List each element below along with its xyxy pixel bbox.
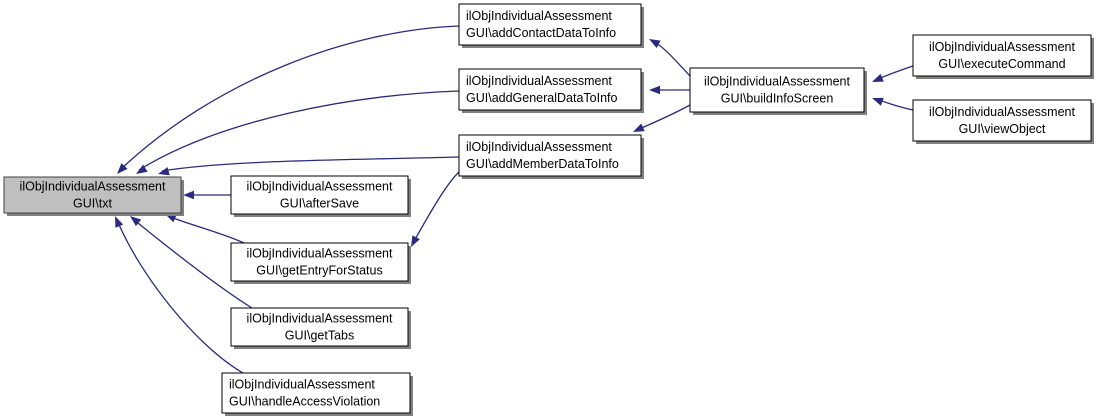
arrowhead-icon	[411, 235, 420, 247]
arrowhead-icon	[183, 190, 194, 200]
arrowhead-icon	[136, 164, 148, 174]
edge-line	[116, 219, 244, 374]
node-box[interactable]	[912, 34, 1092, 77]
node-label-line2: GUI\addContactDataToInfo	[466, 26, 616, 40]
nodes-layer: ilObjIndividualAssessmentGUI\txtilObjInd…	[3, 3, 1094, 416]
node-label-line2: GUI\viewObject	[959, 122, 1046, 136]
edge-buildInfoScreen-to-addContactDataToInfo	[649, 39, 691, 77]
node-label-line2: GUI\executeCommand	[938, 57, 1065, 71]
arrowhead-icon	[649, 39, 661, 49]
node-addContactDataToInfo[interactable]: ilObjIndividualAssessmentGUI\addContactD…	[458, 3, 644, 48]
node-executeCommand[interactable]: ilObjIndividualAssessmentGUI\executeComm…	[912, 34, 1094, 79]
node-label-line1: ilObjIndividualAssessment	[929, 105, 1075, 119]
edge-addContactDataToInfo-to-txt	[117, 25, 460, 174]
node-label-line1: ilObjIndividualAssessment	[466, 140, 612, 154]
edge-getTabs-to-txt	[130, 216, 253, 309]
node-box[interactable]	[458, 134, 642, 177]
arrowhead-icon	[158, 167, 170, 176]
node-label-line1: ilObjIndividualAssessment	[229, 377, 375, 391]
node-label-line2: GUI\getTabs	[285, 328, 354, 342]
edge-line	[167, 215, 245, 244]
node-label-line2: GUI\buildInfoScreen	[721, 91, 834, 105]
edge-line	[119, 25, 460, 171]
arrowhead-icon	[633, 123, 645, 132]
edge-line	[138, 90, 460, 171]
node-box[interactable]	[230, 242, 409, 282]
node-label-line1: ilObjIndividualAssessment	[704, 74, 850, 88]
node-handleAccessViolation[interactable]: ilObjIndividualAssessmentGUI\handleAcces…	[221, 372, 413, 416]
edge-executeCommand-to-buildInfoScreen	[872, 65, 914, 82]
node-label-line1: ilObjIndividualAssessment	[929, 40, 1075, 54]
edge-addMemberDataToInfo-to-getEntryForStatus	[411, 171, 460, 247]
node-box[interactable]	[3, 176, 182, 214]
node-label-line1: ilObjIndividualAssessment	[20, 179, 166, 193]
node-label-line1: ilObjIndividualAssessment	[247, 311, 393, 325]
edge-line	[161, 156, 460, 172]
node-getEntryForStatus[interactable]: ilObjIndividualAssessmentGUI\getEntryFor…	[230, 242, 411, 284]
node-label-line1: ilObjIndividualAssessment	[466, 9, 612, 23]
node-box[interactable]	[689, 67, 865, 113]
node-box[interactable]	[912, 99, 1092, 142]
node-buildInfoScreen[interactable]: ilObjIndividualAssessmentGUI\buildInfoSc…	[689, 67, 867, 115]
node-box[interactable]	[221, 372, 411, 414]
edge-line	[636, 104, 691, 131]
arrowhead-icon	[165, 214, 177, 223]
node-label-line2: GUI\txt	[73, 196, 112, 210]
edges-layer	[115, 25, 914, 374]
node-label-line2: GUI\getEntryForStatus	[256, 263, 382, 277]
node-label-line2: GUI\handleAccessViolation	[229, 394, 380, 408]
edge-getEntryForStatus-to-txt	[165, 214, 245, 244]
edge-viewObject-to-buildInfoScreen	[872, 97, 914, 111]
edge-buildInfoScreen-to-addGeneralDataToInfo	[649, 85, 690, 95]
node-addGeneralDataToInfo[interactable]: ilObjIndividualAssessmentGUI\addGeneralD…	[458, 68, 644, 113]
arrowhead-icon	[117, 163, 128, 174]
node-box[interactable]	[230, 175, 409, 215]
node-label-line2: GUI\addGeneralDataToInfo	[466, 91, 618, 105]
edge-addMemberDataToInfo-to-txt	[158, 156, 460, 176]
edge-line	[412, 171, 460, 244]
node-label-line2: GUI\addMemberDataToInfo	[466, 157, 619, 171]
edge-buildInfoScreen-to-addMemberDataToInfo	[633, 104, 691, 132]
edge-addGeneralDataToInfo-to-txt	[136, 90, 460, 174]
edge-handleAccessViolation-to-txt	[115, 216, 244, 374]
node-label-line1: ilObjIndividualAssessment	[247, 179, 393, 193]
edge-line	[652, 40, 691, 77]
node-box[interactable]	[458, 3, 642, 46]
arrowhead-icon	[130, 216, 142, 227]
node-label-line1: ilObjIndividualAssessment	[247, 246, 393, 260]
node-box[interactable]	[458, 68, 642, 111]
arrowhead-icon	[872, 97, 884, 106]
arrowhead-icon	[872, 73, 884, 82]
node-addMemberDataToInfo[interactable]: ilObjIndividualAssessmentGUI\addMemberDa…	[458, 134, 644, 179]
edge-afterSave-to-txt	[183, 190, 231, 200]
edge-line	[132, 218, 253, 309]
arrowhead-icon	[115, 216, 124, 228]
node-box[interactable]	[230, 307, 409, 347]
arrowhead-icon	[649, 85, 660, 95]
node-label-line1: ilObjIndividualAssessment	[466, 74, 612, 88]
node-label-line2: GUI\afterSave	[280, 196, 359, 210]
